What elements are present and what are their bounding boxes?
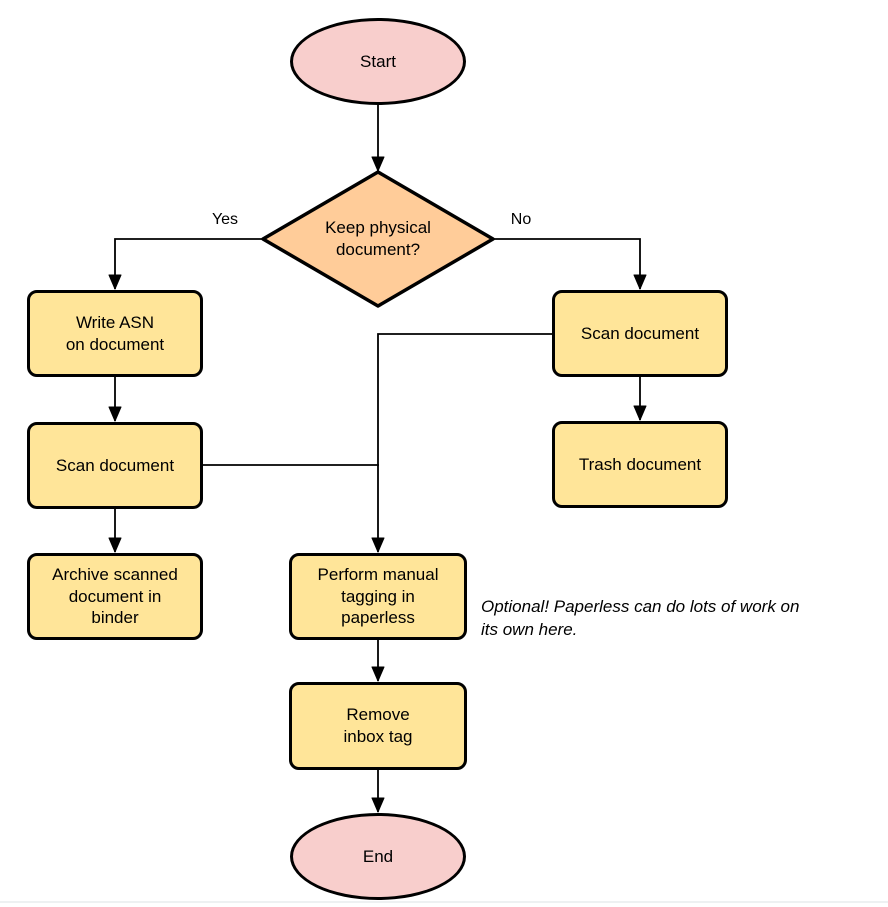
write-asn-label: Write ASN on document (65, 312, 165, 354)
archive-node: Archive scanned document in binder (27, 553, 203, 640)
write-asn-node: Write ASN on document (27, 290, 203, 377)
scan-document-left-node: Scan document (27, 422, 203, 509)
remove-inbox-tag-node: Remove inbox tag (289, 682, 467, 770)
end-label: End (362, 846, 394, 866)
optional-note: Optional! Paperless can do lots of work … (481, 597, 800, 639)
end-node: End (290, 813, 466, 900)
scan-document-left-label: Scan document (55, 455, 175, 475)
edge-decision-no-to-scan-right (493, 238, 647, 290)
decision-node: Keep physical document? (293, 205, 463, 273)
edge-scan-right-to-tagging (371, 333, 552, 553)
manual-tagging-label: Perform manual tagging in paperless (317, 564, 439, 628)
edge-decision-yes-to-write-asn (108, 238, 263, 290)
manual-tagging-node: Perform manual tagging in paperless (289, 553, 467, 640)
decision-label: Keep physical document? (325, 218, 431, 259)
trash-document-node: Trash document (552, 421, 728, 508)
start-label: Start (360, 51, 396, 71)
scan-document-right-node: Scan document (552, 290, 728, 377)
no-edge-label: No (510, 211, 532, 228)
start-node: Start (290, 18, 466, 105)
trash-document-label: Trash document (578, 454, 702, 474)
scan-document-right-label: Scan document (580, 323, 700, 343)
archive-label: Archive scanned document in binder (52, 564, 178, 628)
bottom-divider-line (0, 901, 888, 903)
remove-inbox-tag-label: Remove inbox tag (343, 705, 413, 746)
yes-edge-label: Yes (211, 211, 239, 228)
decision-node-shape (261, 170, 495, 308)
